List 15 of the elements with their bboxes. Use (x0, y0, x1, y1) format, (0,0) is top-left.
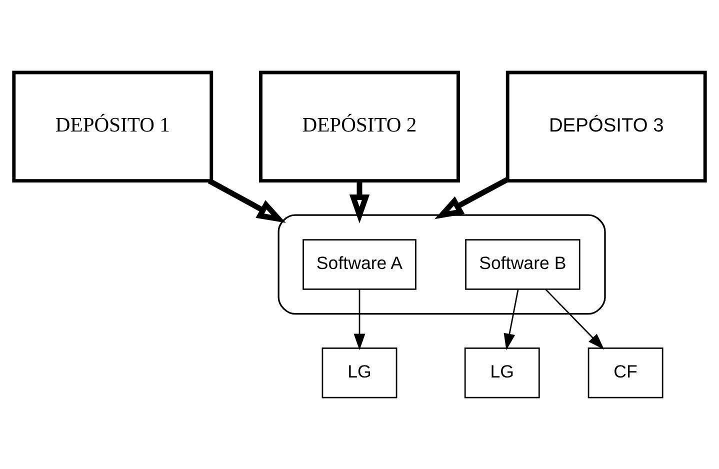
node-box: DEPÓSITO 2 (259, 70, 460, 182)
node-box: DEPÓSITO 3 (506, 70, 707, 182)
arrow (504, 288, 519, 350)
node-box: Software B (465, 238, 580, 290)
node-box: CF (588, 346, 664, 398)
arrow (434, 176, 509, 219)
arrow (545, 288, 604, 350)
node-box: DEPÓSITO 1 (12, 70, 214, 182)
cluster (278, 214, 606, 314)
node-box: LG (464, 346, 540, 398)
node-box: LG (322, 346, 398, 398)
arrow (354, 288, 366, 350)
arrow (349, 180, 370, 223)
node-box: Software A (302, 238, 416, 290)
arrow (208, 178, 286, 222)
